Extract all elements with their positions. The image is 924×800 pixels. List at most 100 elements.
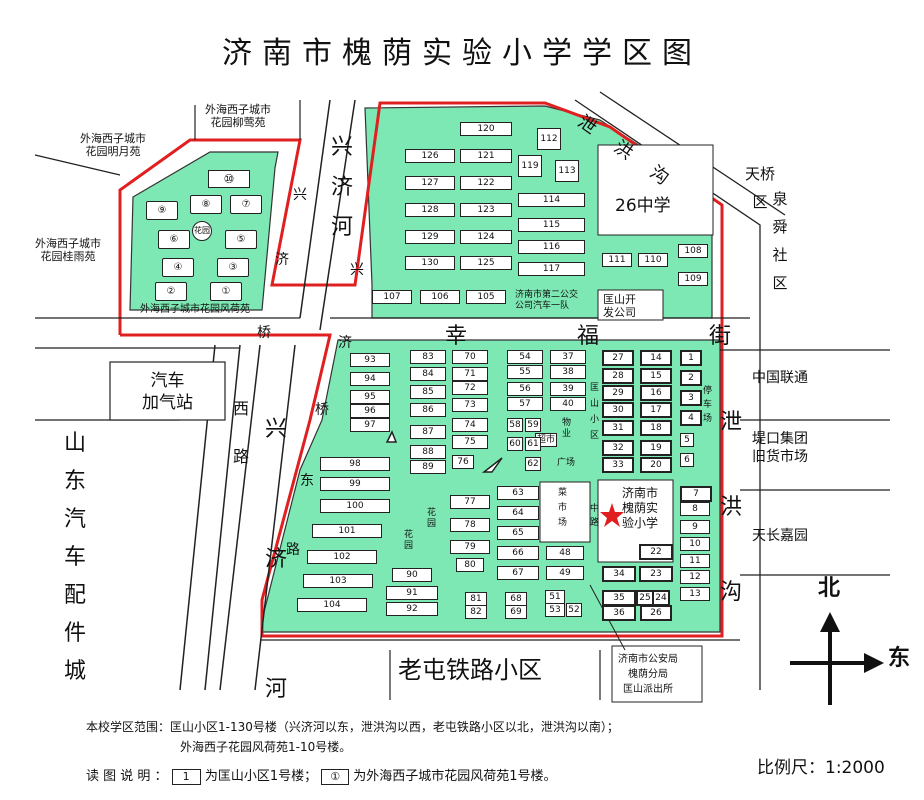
building-75: 75 [452, 435, 488, 449]
label-guangchang: 广场 [557, 458, 576, 468]
building-86: 86 [410, 403, 446, 417]
road-qiao-2: 桥 [315, 402, 329, 418]
building-122: 122 [460, 176, 512, 190]
road-misc [34, 100, 890, 700]
building-107: 107 [372, 290, 412, 304]
building-3: 3 [680, 390, 702, 406]
building-81: 81 [465, 592, 487, 606]
building-37: 37 [550, 350, 586, 364]
building-53: 53 [545, 603, 565, 617]
building-96: 96 [350, 404, 390, 418]
label-tianqiao: 天桥区 [744, 165, 775, 211]
label-fenghe: 外海西子城市花园风荷苑 [140, 304, 250, 315]
road-xiehong: 泄洪沟 [719, 410, 742, 605]
building-114: 114 [518, 193, 585, 207]
label-parking: 停 车 场 [703, 386, 713, 424]
building-circle-10: ⑩ [208, 170, 250, 188]
building-70: 70 [452, 350, 488, 364]
building-67: 67 [497, 566, 539, 580]
label-mingyue: 外海西子城市 花园明月苑 [80, 132, 146, 158]
building-31: 31 [602, 420, 634, 436]
district-boundary [118, 101, 724, 638]
building-34: 34 [602, 566, 636, 582]
label-huayuan: 花园 [192, 221, 212, 241]
building-126: 126 [405, 149, 455, 163]
building-94: 94 [350, 372, 390, 386]
building-29: 29 [602, 385, 634, 401]
legend-box-text: 为匡山小区1号楼； [204, 769, 318, 784]
building-6: 6 [680, 453, 694, 467]
building-104: 104 [297, 598, 367, 612]
label-bus-team: 济南市第二公交 公司汽车一队 [515, 290, 579, 311]
building-129: 129 [405, 230, 455, 244]
legend-circle-text: 为外海西子城市花园风荷苑1号楼。 [353, 769, 557, 784]
building-55: 55 [507, 365, 543, 379]
building-116: 116 [518, 240, 585, 254]
building-111: 111 [602, 253, 632, 267]
building-69: 69 [505, 605, 527, 619]
range-text-2: 外海西子花园风荷苑1-10号楼。 [180, 740, 352, 754]
label-school: 济南市 槐荫实 验小学 [622, 486, 659, 530]
building-12: 12 [680, 570, 710, 584]
road-ji-small: 济 [275, 252, 289, 268]
building-78: 78 [450, 518, 490, 532]
building-68: 68 [505, 592, 527, 606]
building-80: 80 [456, 558, 484, 572]
building-14: 14 [640, 350, 672, 366]
building-90: 90 [392, 568, 432, 582]
range-note: 本校学区范围：匡山小区1-130号楼（兴济河以东，泄洪沟以西，老屯铁路小区以北，… [86, 718, 619, 735]
building-27: 27 [602, 350, 634, 366]
building-48: 48 [546, 546, 584, 560]
building-124: 124 [460, 230, 512, 244]
building-23: 23 [639, 566, 673, 582]
building-circle-9: ⑨ [146, 201, 178, 220]
building-103: 103 [303, 574, 373, 588]
road-west: 西路 [232, 399, 249, 466]
building-61: 61 [525, 437, 541, 451]
building-92: 92 [386, 602, 438, 616]
building-97: 97 [350, 418, 390, 432]
label-quanshun: 泉舜社区 [772, 190, 788, 292]
building-66: 66 [497, 546, 539, 560]
legend-box: 1 [171, 769, 201, 785]
building-11: 11 [680, 554, 710, 568]
label-garden-2: 花 园 [404, 530, 414, 551]
building-123: 123 [460, 203, 512, 217]
building-39: 39 [550, 382, 586, 396]
building-9: 9 [680, 520, 710, 534]
triangle-marker [481, 457, 503, 473]
building-64: 64 [497, 506, 539, 520]
range-text: 匡山小区1-130号楼（兴济河以东，泄洪沟以西，老屯铁路小区以北，泄洪沟以南）； [170, 720, 619, 734]
building-28: 28 [602, 368, 634, 384]
road-ji-bridge: 济 [338, 335, 352, 351]
building-4: 4 [680, 410, 702, 426]
building-73: 73 [452, 398, 488, 412]
building-circle-4: ④ [162, 258, 194, 277]
building-108: 108 [678, 244, 708, 258]
building-85: 85 [410, 385, 446, 399]
building-93: 93 [350, 353, 390, 367]
gas-station-lot [109, 361, 226, 421]
building-60: 60 [507, 437, 523, 451]
building-99: 99 [320, 477, 390, 491]
building-circle-8: ⑧ [190, 195, 222, 214]
school26-block [597, 144, 714, 236]
building-circle-2: ② [155, 282, 187, 301]
label-kuangshan-company: 匡山开 发公司 [603, 293, 636, 319]
building-117: 117 [518, 262, 585, 276]
label-police: 济南市公安局 槐荫分局 匡山派出所 [618, 654, 678, 695]
building-71: 71 [452, 367, 488, 381]
building-88: 88 [410, 445, 446, 459]
building-74: 74 [452, 418, 488, 432]
xingfu-street [35, 317, 890, 351]
label-kuangshan-road: 匡 山 小 区 [590, 383, 600, 441]
building-98: 98 [320, 457, 390, 471]
police-station-lot [611, 645, 703, 703]
building-72: 72 [452, 381, 488, 395]
building-115: 115 [518, 218, 585, 232]
label-liuying: 外海西子城市 花园柳莺苑 [205, 103, 271, 129]
building-87: 87 [410, 425, 446, 439]
legend-note: 读 图 说 明 ： 1 为匡山小区1号楼； ① 为外海西子城市花园风荷苑1号楼。 [86, 765, 557, 785]
building-10: 10 [680, 537, 710, 551]
road-xing-small: 兴 [293, 187, 307, 203]
